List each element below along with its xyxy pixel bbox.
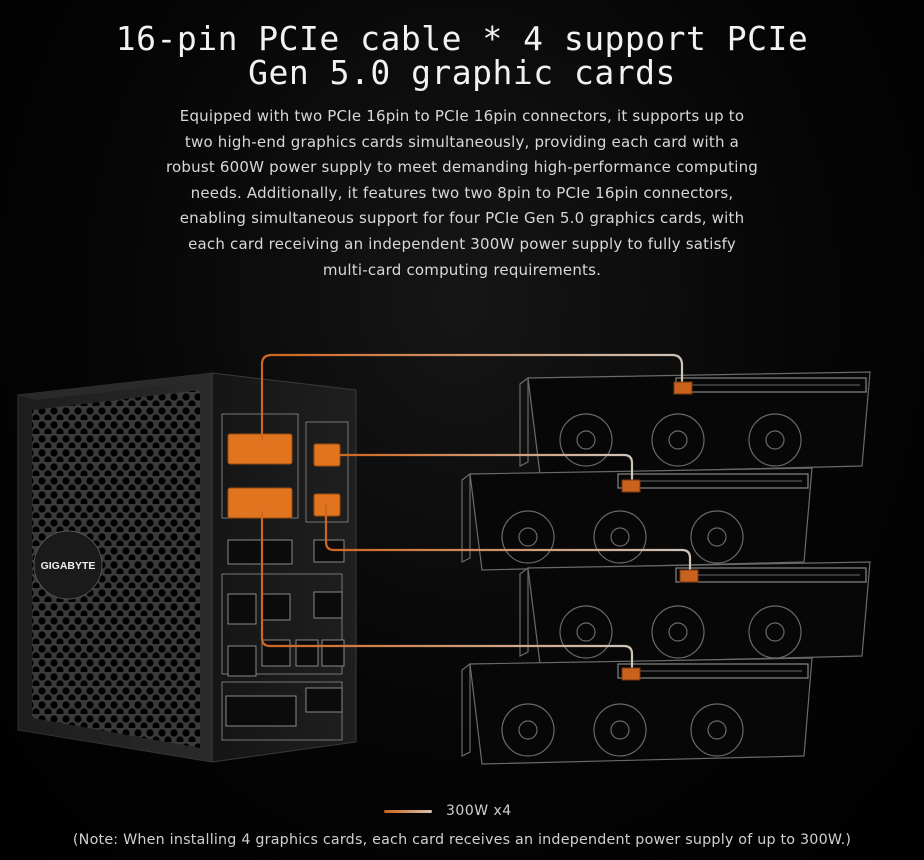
cable-to-gpu-3 [324,502,692,574]
legend-label: 300W x4 [446,803,512,819]
legend: 300W x4 [384,800,512,822]
description-line: Equipped with two PCIe 16pin to PCIe 16p… [179,107,745,125]
pcie-cables [260,353,692,672]
power-supply-unit: GIGABYTE [17,372,357,763]
cable-to-gpu-4 [260,510,634,672]
gpu-card [519,561,871,665]
section-title-line-2: Gen 5.0 graphic cards [248,53,676,92]
gpu-power-connectors [621,381,699,681]
gpu-card [461,657,813,765]
cable-legend-swatch [384,809,432,813]
cable-to-gpu-2 [338,453,634,484]
description-line: needs. Additionally, it features two two… [190,183,734,202]
gpu-card [519,371,871,475]
installation-note: (Note: When installing 4 graphics cards,… [72,832,852,848]
description-line: multi-card computing requirements. [322,260,602,279]
section-description: Equipped with two PCIe 16pin to PCIe 16p… [120,104,804,283]
cable-to-gpu-1 [260,353,684,442]
pcie-16pin-connectors [227,433,341,519]
gpu-card [461,467,813,571]
description-line: each card receiving an independent 300W … [188,234,736,253]
psu-sockets [225,539,345,727]
gpu-cards [461,371,871,765]
description-line: two high-end graphics cards simultaneous… [184,132,740,151]
psu-brand-label: GIGABYTE [41,560,96,572]
description-line: robust 600W power supply to meet demandi… [165,158,759,177]
psu-gpu-illustration: GIGABYTE [17,353,871,765]
description-line: enabling simultaneous support for four P… [179,209,745,228]
gigabyte-logo: GIGABYTE [33,530,103,600]
section-title-line-1: 16-pin PCIe cable * 4 support PCIe [115,19,809,58]
